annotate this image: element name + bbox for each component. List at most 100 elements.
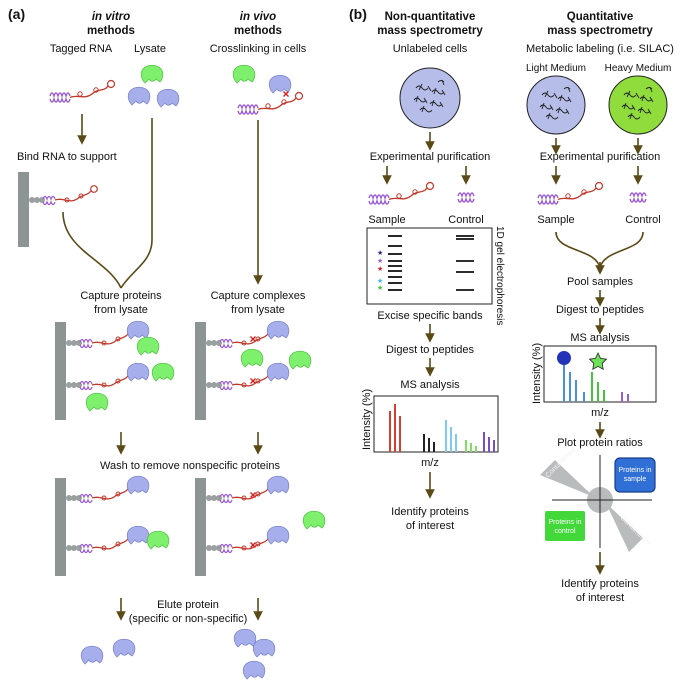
- wash-right-x-1: [249, 491, 257, 499]
- capture-right-blue-1: [266, 320, 290, 340]
- proteins-in-control-box: [545, 511, 585, 541]
- support-bar-wash-right: [195, 478, 206, 576]
- in-vivo-title: in vivo: [240, 11, 276, 23]
- elute-right-blue-3: [242, 660, 266, 680]
- wash-left-blue-2: [126, 525, 150, 545]
- capture-proteins-l2: from lysate: [94, 304, 148, 316]
- wash-left-blue-1: [126, 475, 150, 495]
- capture-left-rna-2: [65, 370, 135, 391]
- labeling-label: Metabolic labeling (i.e. SILAC): [526, 43, 674, 55]
- capture-left-blue-1: [126, 320, 150, 340]
- crosslinking-label: Crosslinking in cells: [210, 43, 307, 55]
- join-brace: [62, 118, 153, 289]
- capture-right-x-2: [249, 377, 257, 385]
- proteins-in-sample-box: [614, 457, 656, 493]
- elute-right-blue-2: [252, 638, 276, 658]
- plot-ratios-label: Plot protein ratios: [557, 437, 643, 449]
- wash-label: Wash to remove nonspecific proteins: [100, 460, 280, 472]
- in-vitro-title: in vitro: [92, 11, 130, 23]
- capture-right-blue-2: [266, 362, 290, 382]
- heavy-peak-star-icon: [588, 352, 608, 370]
- wash-right-blue-1: [266, 475, 290, 495]
- quant-title-l1: Quantitative: [567, 11, 633, 23]
- support-bar-capture-left: [55, 322, 66, 420]
- q-identify-l1: Identify proteins: [561, 578, 639, 590]
- svg-text:★: ★: [377, 284, 383, 292]
- capture-complexes-l1: Capture complexes: [211, 290, 306, 302]
- nq-xlabel: m/z: [421, 457, 439, 469]
- unlabeled-cells-dish: [399, 67, 461, 129]
- light-peak-circle-icon: [557, 351, 571, 365]
- in-vivo-methods: methods: [234, 25, 282, 37]
- nonquant-title-l1: Non-quantitative: [385, 11, 476, 23]
- nq-sample-label: Sample: [368, 214, 405, 226]
- quant-title-l2: mass spectrometry: [547, 25, 653, 37]
- capture-right-x-1: [249, 335, 257, 343]
- nq-control-label: Control: [448, 214, 483, 226]
- q-purification-label: Experimental purification: [540, 151, 660, 163]
- nq-spectrum-box: [373, 395, 499, 453]
- svg-text:★: ★: [377, 277, 383, 285]
- capture-left-blue-2: [126, 362, 150, 382]
- cell-green-protein-icon: [232, 64, 256, 84]
- q-spectrum-peaks: [563, 362, 629, 402]
- unlabeled-cells-label: Unlabeled cells: [393, 43, 468, 55]
- gel-box: [366, 227, 493, 305]
- nq-identify-l1: Identify proteins: [391, 506, 469, 518]
- capture-proteins-l1: Capture proteins: [80, 290, 162, 302]
- svg-text:★: ★: [377, 249, 383, 257]
- wash-right-x-2: [249, 541, 257, 549]
- nonquant-title-l2: mass spectrometry: [377, 25, 483, 37]
- wash-right-rna-1: [205, 483, 275, 504]
- elute-l2: (specific or non-specific): [129, 613, 248, 625]
- elute-left-blue-2: [112, 638, 136, 658]
- cell-blue-protein-icon: [268, 74, 292, 94]
- q-ylabel: Intensity (%): [531, 343, 543, 404]
- capture-right-rna-2: [205, 370, 275, 391]
- bind-rna-label: Bind RNA to support: [17, 151, 117, 163]
- svg-text:★: ★: [377, 257, 383, 265]
- wash-right-rna-2: [205, 533, 275, 554]
- support-bar: [18, 172, 29, 247]
- nq-spectrum-peaks: [389, 404, 495, 452]
- capture-left-green-2: [136, 336, 160, 356]
- in-vitro-methods: methods: [87, 25, 135, 37]
- crosslinked-rna-icon: [237, 91, 304, 115]
- capture-right-rna-1: [205, 328, 275, 349]
- q-control-label: Control: [625, 214, 660, 226]
- capture-complexes-l2: from lysate: [231, 304, 285, 316]
- capture-right-green-1: [240, 348, 264, 368]
- support-bar-capture-right: [195, 322, 206, 420]
- in-control-l1: Proteins in: [548, 519, 581, 526]
- wash-right-blue-2: [266, 525, 290, 545]
- q-sample-rna-icon: [537, 181, 604, 205]
- pool-brace: [555, 231, 644, 269]
- lysate-blue-protein-icon-2: [156, 88, 180, 108]
- nq-identify-l2: of interest: [406, 520, 454, 532]
- gel-sample-lane: [388, 235, 402, 291]
- capture-right-green-2: [288, 350, 312, 370]
- nq-digest-label: Digest to peptides: [386, 344, 475, 356]
- support-rna-icon: [28, 185, 98, 206]
- gel-electrophoresis-label: 1D gel electrophoresis: [494, 226, 505, 326]
- lysate-label: Lysate: [134, 43, 166, 55]
- capture-left-rna-1: [65, 328, 135, 349]
- light-medium-dish: [526, 75, 586, 135]
- capture-left-green-1: [85, 392, 109, 412]
- capture-left-green-3: [151, 362, 175, 382]
- excise-label: Excise specific bands: [377, 310, 483, 322]
- wash-left-rna-2: [65, 533, 135, 554]
- elute-l1: Elute protein: [157, 599, 219, 611]
- in-control-l2: control: [554, 528, 575, 535]
- in-sample-l1: Proteins in: [618, 467, 651, 474]
- nq-sample-rna-icon: [368, 181, 435, 205]
- in-sample-l2: sample: [624, 476, 647, 483]
- q-xlabel: m/z: [591, 407, 609, 419]
- heavy-medium-label: Heavy Medium: [605, 63, 672, 74]
- support-bar-wash-left: [55, 478, 66, 576]
- gel-control-lane: [456, 235, 474, 291]
- heavy-medium-dish: [608, 75, 668, 135]
- elute-left-blue-1: [80, 645, 104, 665]
- elute-right-blue-1: [233, 628, 257, 648]
